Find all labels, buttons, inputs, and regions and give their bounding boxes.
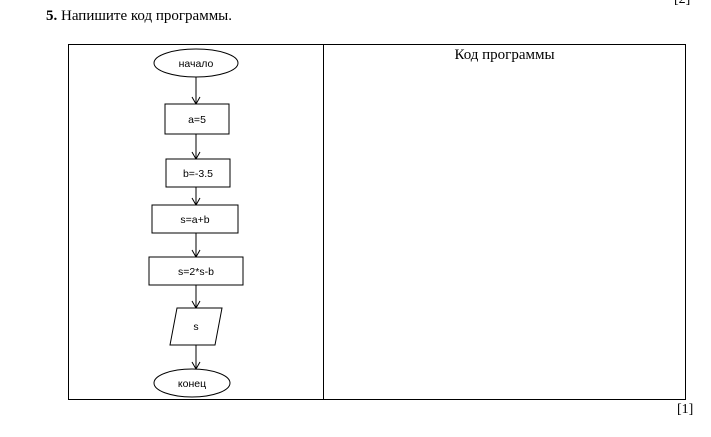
end-label: конец xyxy=(178,378,206,390)
code-column-header: Код программы xyxy=(454,47,555,63)
end-terminal xyxy=(153,368,231,398)
process-label-b: b=-3.5 xyxy=(183,168,213,180)
process-box-calc xyxy=(148,256,244,286)
output-parallelogram xyxy=(169,307,223,346)
process-box-sum xyxy=(151,204,239,234)
question-number: 5. xyxy=(46,8,58,24)
process-box-a xyxy=(164,103,230,135)
output-label: s xyxy=(193,321,198,333)
process-label-calc: s=2*s-b xyxy=(178,266,214,278)
question-text: Напишите код программы. xyxy=(57,8,233,24)
previous-score-mark: [2] xyxy=(674,0,690,8)
process-box-b xyxy=(165,158,231,188)
answer-table: начало a=5 b=-3.5 s=a+b s=2*s-b s конец … xyxy=(68,44,686,400)
process-label-sum: s=a+b xyxy=(180,214,209,226)
flowchart: начало a=5 b=-3.5 s=a+b s=2*s-b s конец xyxy=(148,48,244,398)
process-label-a: a=5 xyxy=(188,114,206,126)
column-divider xyxy=(323,45,324,399)
start-label: начало xyxy=(179,58,214,70)
score-mark: [1] xyxy=(677,402,694,417)
question-title: 5. Напишите код программы. xyxy=(46,8,232,25)
